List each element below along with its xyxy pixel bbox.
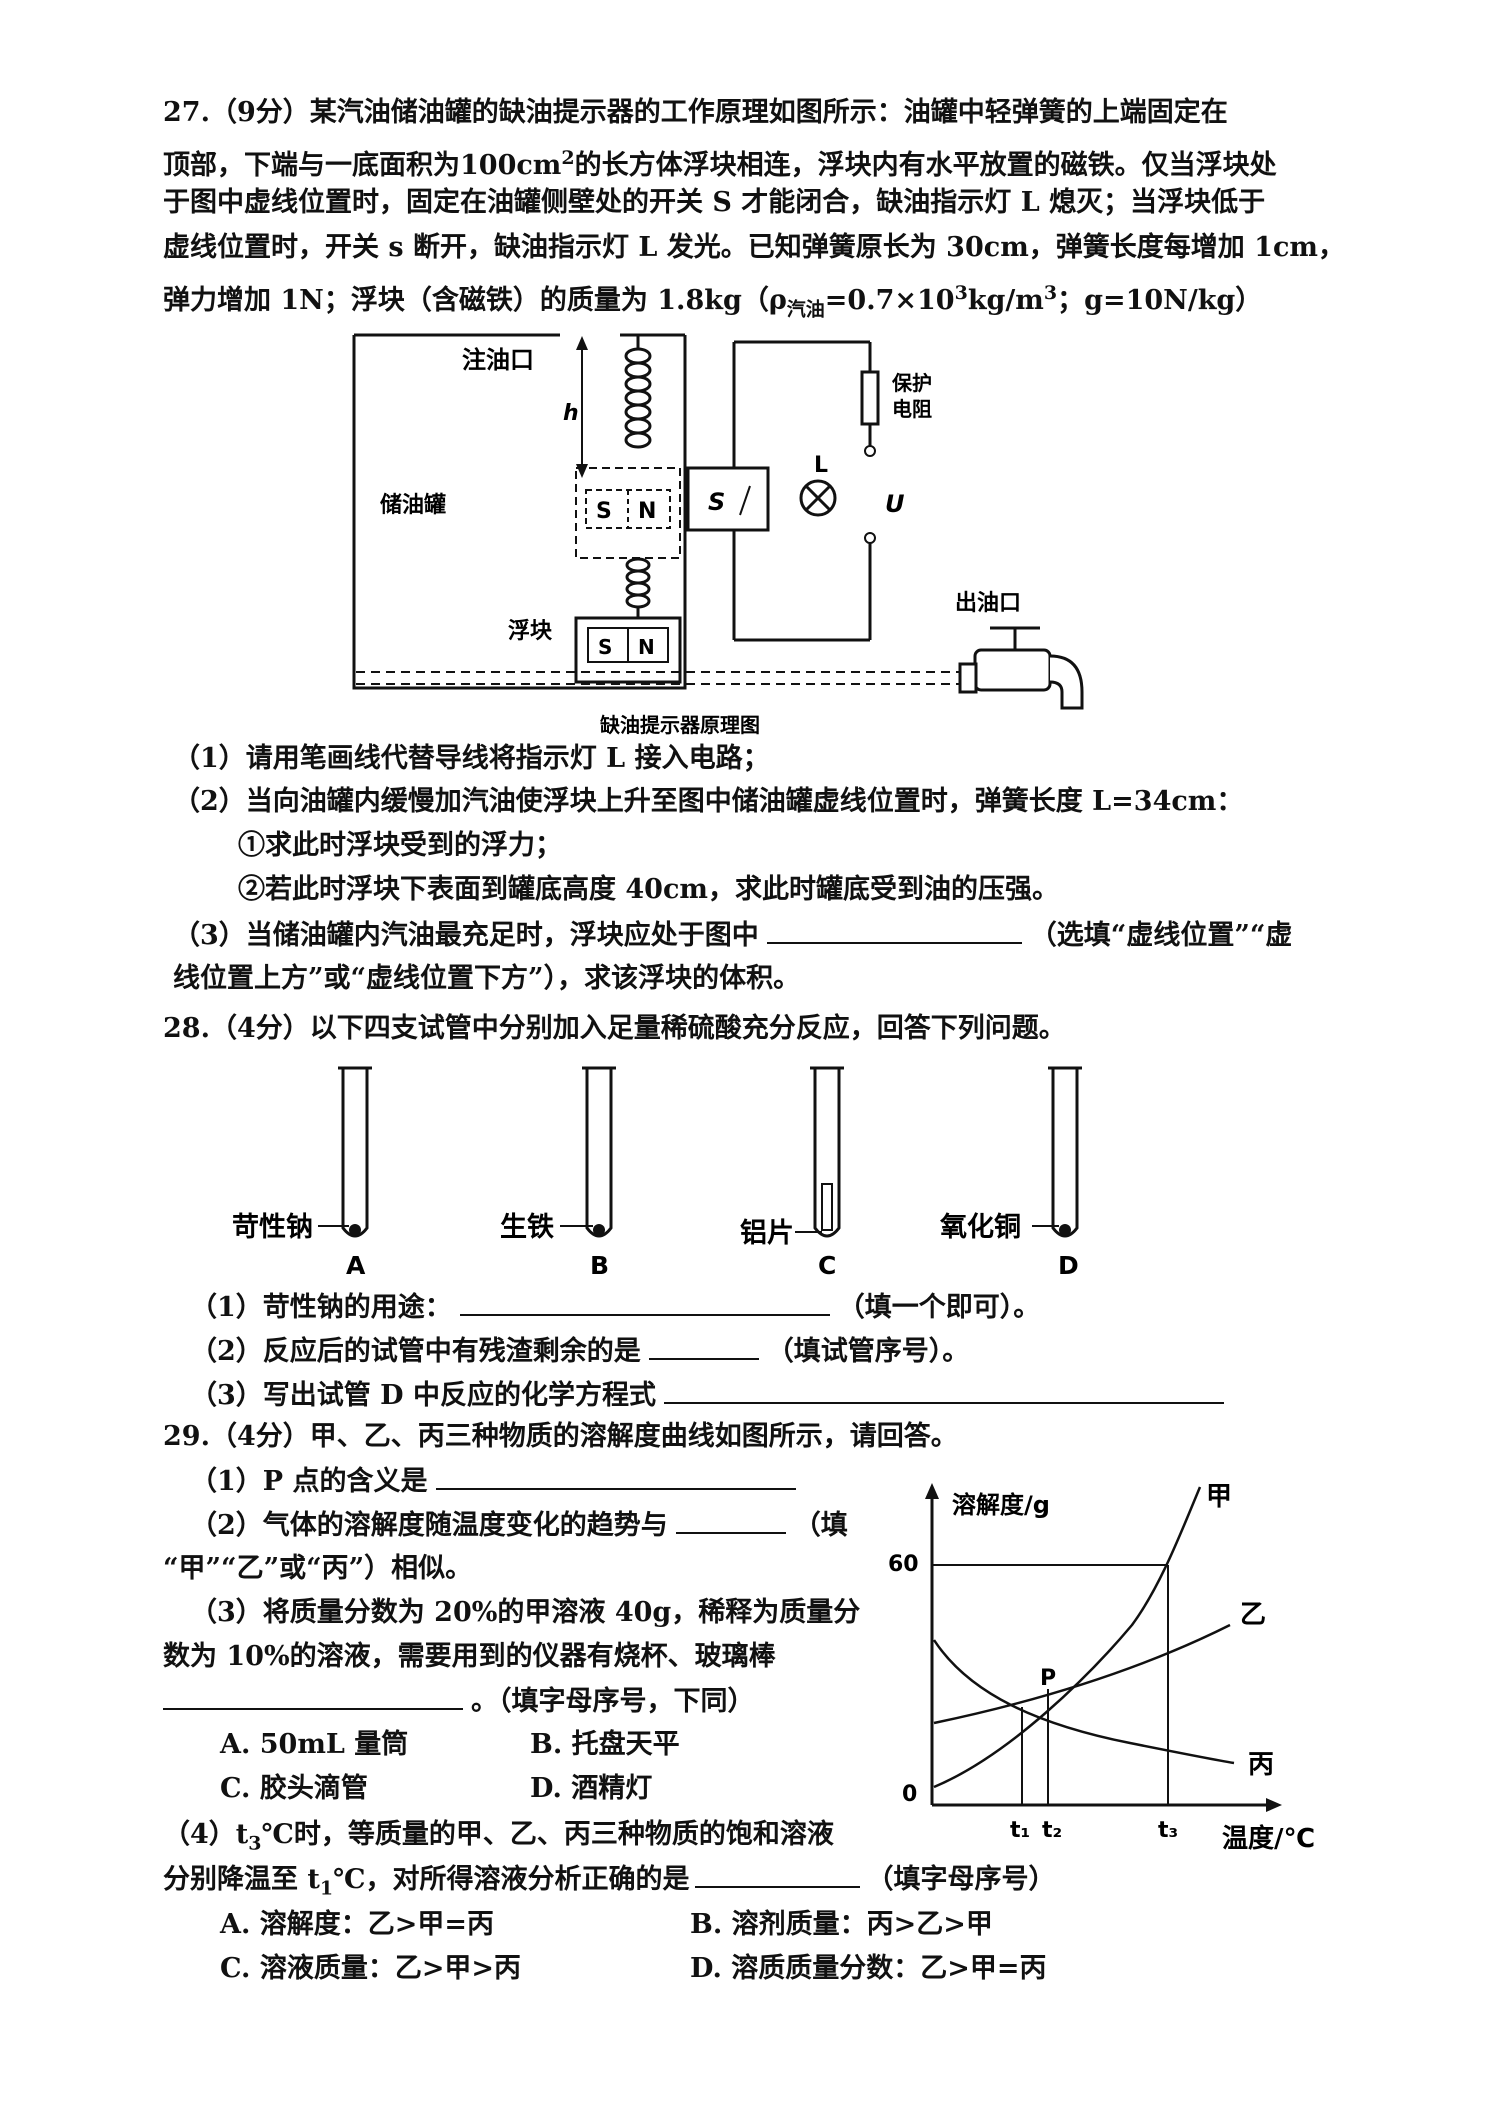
origin-label: 0 [902, 1782, 917, 1807]
q29-option-3b: B. 托盘天平 [530, 1729, 680, 1760]
tank-label: 储油罐 [380, 492, 446, 518]
q29-option-4d: D. 溶质质量分数：乙>甲=丙 [690, 1953, 1047, 1984]
tube-c-letter: C [818, 1251, 836, 1280]
answer-blank-q28-3[interactable] [664, 1378, 1224, 1404]
answer-blank-q29-1[interactable] [435, 1464, 796, 1490]
tube-a-label: 苛性钠 [232, 1212, 313, 1243]
q29-title: 29.（4分）甲、乙、丙三种物质的溶解度曲线如图所示，请回答。 [163, 1421, 958, 1452]
h-label: h [563, 401, 579, 426]
x-tick-t1: t₁ [1010, 1818, 1030, 1843]
u-terminal-top [864, 445, 876, 457]
curve-bing [932, 1639, 1235, 1765]
q29-option-4c: C. 溶液质量：乙>甲>丙 [220, 1953, 522, 1984]
q27-part-3: （3）当储油罐内汽油最充足时，浮块应处于图中（选填“虚线位置”“虚 [173, 918, 1293, 951]
q27-part-2b: ②若此时浮块下表面到罐底高度 40cm，求此时罐底受到油的压强。 [238, 874, 1059, 905]
point-p-label: P [1040, 1666, 1056, 1691]
q27-part-2: （2）当向油罐内缓慢加汽油使浮块上升至图中储油罐虚线位置时，弹簧长度 L=34c… [173, 786, 1244, 817]
float-s-label: S [598, 635, 612, 659]
answer-blank-q29-3[interactable] [163, 1684, 463, 1710]
q29-part-4: （4）t3℃时，等质量的甲、乙、丙三种物质的饱和溶液 [163, 1819, 834, 1855]
test-tube-d: 氧化铜 D [939, 1066, 1082, 1280]
q28-title: 28.（4分）以下四支试管中分别加入足量稀硫酸充分反应，回答下列问题。 [163, 1013, 1066, 1044]
q27-line-1: 27.（9分）某汽油储油罐的缺油提示器的工作原理如图所示：油罐中轻弹簧的上端固定… [163, 97, 1228, 128]
curve-bing-label: 丙 [1248, 1750, 1274, 1780]
q29-part-2-cont: “甲”“乙”或“丙”）相似。 [163, 1553, 473, 1584]
answer-blank-q27-3[interactable] [766, 918, 1022, 944]
q29-part-1: （1）P 点的含义是 [190, 1464, 796, 1499]
q29-option-3a: A. 50mL 量筒 [220, 1729, 409, 1760]
x-tick-t2: t₂ [1042, 1818, 1062, 1843]
protect-label-1: 保护 [891, 371, 932, 395]
y-tick-60: 60 [888, 1552, 919, 1577]
q29-option-4b: B. 溶剂质量：丙>乙>甲 [690, 1909, 993, 1940]
q29-part-3: （3）将质量分数为 20%的甲溶液 40g，稀释为质量分 [190, 1597, 861, 1628]
q27-line-4: 虚线位置时，开关 s 断开，缺油指示灯 L 发光。已知弹簧原长为 30cm，弹簧… [163, 232, 1345, 263]
curve-yi-label: 乙 [1240, 1600, 1266, 1630]
protective-resistor [860, 370, 880, 426]
q27-line-2: 顶部，下端与一底面积为100cm2的长方体浮块相连，浮块内有水平放置的磁铁。仅当… [163, 147, 1277, 181]
u-terminal-bottom [864, 532, 876, 544]
q29-option-3d: D. 酒精灯 [530, 1773, 653, 1804]
q29-part-2: （2）气体的溶解度随温度变化的趋势与（填 [190, 1508, 848, 1541]
tube-c-label: 铝片 [740, 1218, 794, 1249]
answer-blank-q29-4[interactable] [695, 1862, 861, 1888]
dashed-n-label: N [638, 499, 656, 524]
x-axis-label: 温度/℃ [1222, 1823, 1315, 1854]
q28-part-1: （1）苛性钠的用途：（填一个即可）。 [190, 1290, 1041, 1323]
test-tube-b: 生铁 B [500, 1066, 616, 1280]
tube-b-letter: B [590, 1251, 609, 1280]
tank-wall [352, 335, 687, 690]
float-n-label: N [638, 635, 655, 659]
answer-blank-q28-2[interactable] [648, 1334, 759, 1360]
u-label: U [885, 490, 905, 518]
q27-line-3: 于图中虚线位置时，固定在油罐侧壁处的开关 S 才能闭合，缺油指示灯 L 熄灭；当… [163, 187, 1266, 218]
solubility-curve-chart: 溶解度/g 温度/℃ 60 0 t₁ t₂ t₃ P 甲 乙 丙 [888, 1482, 1315, 1854]
switch-s-box [686, 466, 770, 532]
q28-part-2: （2）反应后的试管中有残渣剩余的是（填试管序号）。 [190, 1334, 970, 1367]
q29-option-4a: A. 溶解度：乙>甲=丙 [220, 1909, 494, 1940]
y-axis-label: 溶解度/g [952, 1491, 1050, 1519]
q27-part-2a: ①求此时浮块受到的浮力； [238, 830, 562, 861]
curve-jia [933, 1486, 1202, 1789]
curve-jia-label: 甲 [1206, 1482, 1232, 1512]
tube-d-letter: D [1058, 1251, 1079, 1280]
q29-part-3-blank: 。（填字母序号，下同） [163, 1684, 755, 1719]
test-tube-a: 苛性钠 A [232, 1066, 372, 1280]
lower-spring [625, 557, 651, 609]
tube-d-label: 氧化铜 [939, 1212, 1021, 1243]
q29-part-3-cont: 数为 10%的溶液，需要用到的仪器有烧杯、玻璃棒 [163, 1641, 776, 1672]
tube-a-letter: A [346, 1251, 366, 1280]
q27-part-1: （1）请用笔画线代替导线将指示灯 L 接入电路； [173, 743, 770, 774]
answer-blank-q29-2[interactable] [675, 1508, 786, 1534]
q27-part-3-cont: 线位置上方”或“虚线位置下方”），求该浮块的体积。 [173, 963, 801, 994]
faucet-icon [958, 626, 1084, 710]
q28-part-3: （3）写出试管 D 中反应的化学方程式 [190, 1378, 1224, 1413]
figure-caption: 缺油提示器原理图 [600, 713, 760, 737]
inlet-label: 注油口 [462, 346, 534, 374]
protect-label-2: 电阻 [892, 397, 932, 421]
q29-part-4-cont: 分别降温至 t1℃，对所得溶液分析正确的是（填字母序号） [163, 1862, 1056, 1900]
oil-tank-diagram: 注油口 h 储油罐 S N 浮块 S N S 保护 电阻 [352, 333, 1084, 737]
test-tube-c: 铝片 C [740, 1066, 844, 1280]
tube-b-label: 生铁 [500, 1212, 554, 1243]
upper-spring [624, 347, 652, 449]
test-tubes-figure: 苛性钠 A 生铁 B 铝片 C 氧化铜 D [232, 1066, 1082, 1280]
float-label: 浮块 [508, 618, 553, 644]
dashed-s-label: S [596, 499, 612, 524]
switch-s-label: S [708, 488, 725, 516]
answer-blank-q28-1[interactable] [459, 1290, 830, 1316]
dashed-float-position [575, 467, 681, 559]
q29-option-3c: C. 胶头滴管 [220, 1773, 368, 1804]
lamp-label: L [814, 453, 828, 478]
x-tick-t3: t₃ [1158, 1818, 1178, 1843]
curve-yi [933, 1623, 1231, 1725]
outlet-label: 出油口 [955, 591, 1021, 616]
q27-line-5: 弹力增加 1N；浮块（含磁铁）的质量为 1.8kg（ρ汽油=0.7×103kg/… [163, 282, 1263, 321]
